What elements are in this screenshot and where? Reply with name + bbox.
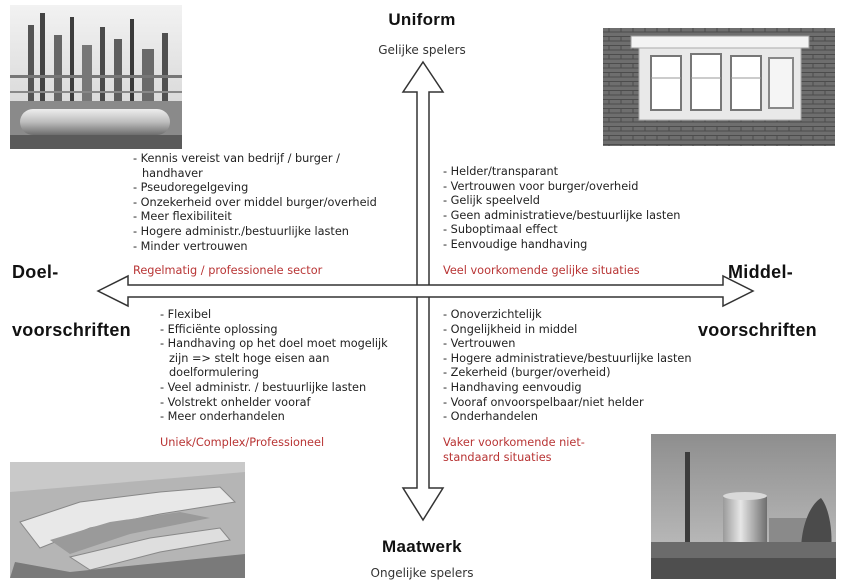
industrial-plant-image [10,5,182,149]
voorschriften-left-title: voorschriften [12,320,131,340]
port-aerial-image [10,462,245,578]
bottom-left-list: - Flexibel - Efficiënte oplossing - Hand… [160,308,390,425]
list-item: - Onderhandelen [443,410,538,424]
bottom-right-label: Vaker voorkomende niet-standaard situati… [443,436,585,464]
list-item: - Pseudoregelgeving [133,181,249,195]
list-item: - Volstrekt onhelder vooraf [160,395,311,409]
list-item: - Kennis vereist van bedrijf / burger / … [133,152,340,180]
list-item: - Vertrouwen voor burger/overheid [443,179,639,193]
list-item: - Gelijk speelveld [443,194,540,208]
uniform-title: Uniform [388,10,456,29]
list-item: - Zekerheid (burger/overheid) [443,366,611,380]
uniform-subtitle: Gelijke spelers [378,43,466,57]
list-item: - Efficiënte oplossing [160,322,278,336]
middel-title: Middel- [728,262,794,282]
list-item: - Handhaving op het doel moet mogelijk z… [160,337,388,380]
list-item: - Vooraf onvoorspelbaar/niet helder [443,395,644,409]
list-item: - Helder/transparant [443,165,559,178]
list-item: - Onzekerheid over middel burger/overhei… [133,195,377,209]
top-left-label: Regelmatig / professionele sector [133,264,323,277]
list-item: - Hogere administratieve/bestuurlijke la… [443,351,692,365]
list-item: - Hogere administr./bestuurlijke lasten [133,224,349,238]
list-item: - Ongelijkheid in middel [443,322,578,336]
horizontal-axis-arrow [96,274,755,308]
list-item: - Vertrouwen [443,337,516,351]
factory-silo-image [651,434,836,579]
list-item: - Meer onderhandelen [160,410,285,424]
list-item: - Onoverzichtelijk [443,308,542,321]
voorschriften-right-title: voorschriften [698,320,817,340]
list-item: - Veel administr. / bestuurlijke lasten [160,380,367,394]
maatwerk-title: Maatwerk [382,537,462,556]
top-left-list: - Kennis vereist van bedrijf / burger / … [133,152,403,254]
maatwerk-subtitle: Ongelijke spelers [370,566,474,580]
list-item: - Minder vertrouwen [133,239,248,253]
bottom-right-list: - Onoverzichtelijk - Ongelijkheid in mid… [443,308,743,425]
doel-title: Doel- [12,262,59,282]
list-item: - Suboptimaal effect [443,223,558,237]
top-right-label: Veel voorkomende gelijke situaties [443,264,640,277]
list-item: - Geen administratieve/bestuurlijke last… [443,208,681,222]
bottom-left-label: Uniek/Complex/Professioneel [160,436,325,449]
list-item: - Flexibel [160,308,212,321]
list-item: - Handhaving eenvoudig [443,380,582,394]
list-item: - Eenvoudige handhaving [443,237,588,251]
roof-dormer-image [603,28,835,146]
list-item: - Meer flexibiliteit [133,210,232,224]
top-right-list: - Helder/transparant - Vertrouwen voor b… [443,165,743,253]
